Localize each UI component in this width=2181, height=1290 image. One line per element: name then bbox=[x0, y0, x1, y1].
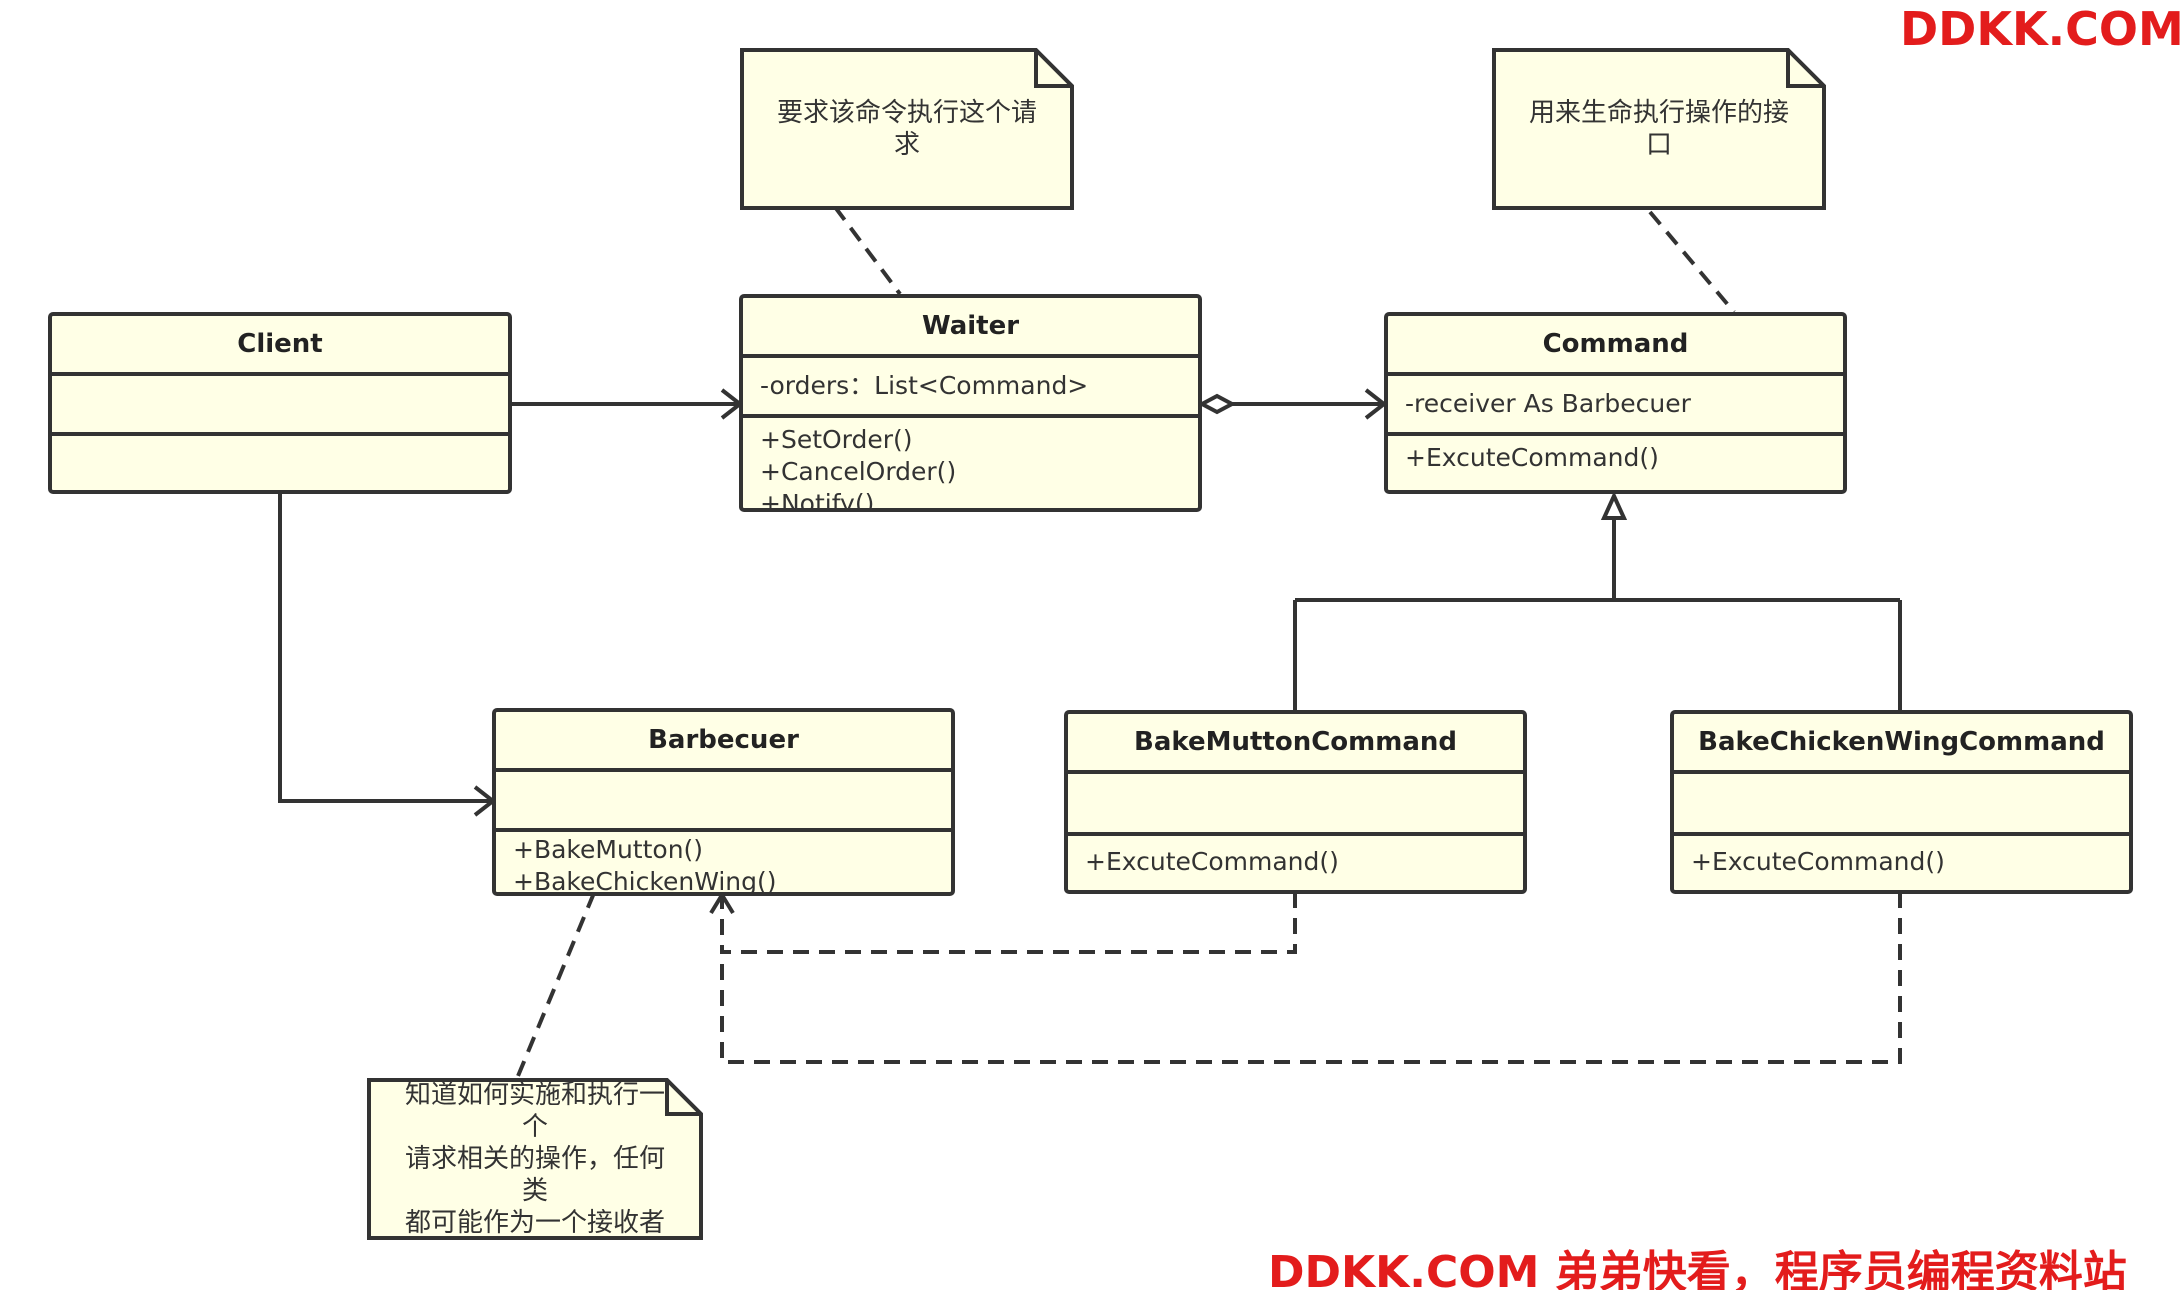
watermark-bottom: DDKK.COM 弟弟快看，程序员编程资料站 bbox=[1268, 1247, 2127, 1290]
class-command-attributes: -receiver As Barbecuer bbox=[1388, 376, 1843, 436]
bake-chicken-operation-excutecommand: +ExcuteCommand() bbox=[1691, 847, 1945, 876]
class-bake-chicken-wing-command-attributes bbox=[1674, 774, 2129, 836]
class-bake-chicken-wing-command[interactable]: BakeChickenWingCommand +ExcuteCommand() bbox=[1670, 710, 2133, 894]
generalization-triangle bbox=[1600, 491, 1628, 520]
note-shape bbox=[1492, 48, 1826, 210]
waiter-operation-notify: +Notify() bbox=[760, 489, 875, 512]
bake-mutton-operation-excutecommand: +ExcuteCommand() bbox=[1085, 847, 1339, 876]
class-waiter-attributes: -orders：List<Command> bbox=[743, 358, 1198, 418]
command-note-text: 用来生命执行操作的接口 bbox=[1528, 98, 1789, 160]
waiter-command-arrowhead bbox=[1364, 388, 1388, 420]
class-command[interactable]: Command -receiver As Barbecuer +ExcuteCo… bbox=[1384, 312, 1847, 494]
class-client[interactable]: Client bbox=[48, 312, 512, 494]
class-bake-mutton-command-name: BakeMuttonCommand bbox=[1068, 714, 1523, 774]
aggregation-diamond bbox=[1197, 393, 1237, 415]
client-barbecuer-arrowhead bbox=[473, 785, 497, 817]
class-barbecuer-name: Barbecuer bbox=[496, 712, 951, 772]
class-waiter[interactable]: Waiter -orders：List<Command> +SetOrder()… bbox=[739, 294, 1202, 512]
class-client-name: Client bbox=[52, 316, 508, 376]
waiter-operation-cancelorder: +CancelOrder() bbox=[760, 457, 957, 486]
dependency-arrowhead bbox=[709, 891, 735, 915]
class-command-name: Command bbox=[1388, 316, 1843, 376]
class-barbecuer[interactable]: Barbecuer +BakeMutton() +BakeChickenWing… bbox=[492, 708, 955, 896]
class-waiter-operations: +SetOrder() +CancelOrder() +Notify() bbox=[743, 418, 1198, 512]
waiter-operation-setorder: +SetOrder() bbox=[760, 425, 913, 454]
barbecuer-operation-bakemutton: +BakeMutton() bbox=[513, 835, 704, 864]
command-operation-excutecommand: +ExcuteCommand() bbox=[1405, 443, 1659, 472]
barbecuer-note-text: 知道如何实施和执行一个 请求相关的操作，任何类 都可能作为一个接收者 bbox=[404, 1080, 665, 1238]
command-note-anchor bbox=[1648, 210, 1736, 314]
class-bake-chicken-wing-command-name: BakeChickenWingCommand bbox=[1674, 714, 2129, 774]
bake-mutton-dependency bbox=[720, 892, 1297, 954]
command-note: 用来生命执行操作的接口 bbox=[1492, 48, 1826, 210]
command-attribute-receiver: -receiver As Barbecuer bbox=[1405, 389, 1691, 418]
client-barbecuer-association bbox=[278, 492, 493, 803]
class-bake-mutton-command[interactable]: BakeMuttonCommand +ExcuteCommand() bbox=[1064, 710, 1527, 894]
waiter-note-text: 要求该命令执行这个请求 bbox=[776, 98, 1037, 160]
class-command-operations: +ExcuteCommand() bbox=[1388, 436, 1843, 474]
class-barbecuer-attributes bbox=[496, 772, 951, 832]
barbecuer-operation-bakechickenwing: +BakeChickenWing() bbox=[513, 867, 777, 896]
note-shape bbox=[367, 1078, 703, 1240]
class-waiter-name: Waiter bbox=[743, 298, 1198, 358]
client-waiter-arrowhead bbox=[720, 388, 744, 420]
note-shape bbox=[740, 48, 1074, 210]
class-bake-mutton-command-operations: +ExcuteCommand() bbox=[1068, 836, 1523, 878]
bake-chicken-dependency bbox=[720, 892, 1902, 1064]
waiter-note: 要求该命令执行这个请求 bbox=[740, 48, 1074, 210]
generalization-lines bbox=[1293, 518, 1902, 712]
class-bake-chicken-wing-command-operations: +ExcuteCommand() bbox=[1674, 836, 2129, 878]
waiter-note-anchor bbox=[833, 205, 902, 296]
barbecuer-note-anchor bbox=[516, 892, 596, 1077]
class-barbecuer-operations: +BakeMutton() +BakeChickenWing() bbox=[496, 832, 951, 896]
watermark-top: DDKK.COM bbox=[1900, 2, 2181, 56]
class-client-attributes bbox=[52, 376, 508, 436]
class-bake-mutton-command-attributes bbox=[1068, 774, 1523, 836]
barbecuer-note: 知道如何实施和执行一个 请求相关的操作，任何类 都可能作为一个接收者 bbox=[367, 1078, 703, 1240]
waiter-attribute-orders: -orders：List<Command> bbox=[760, 371, 1089, 400]
